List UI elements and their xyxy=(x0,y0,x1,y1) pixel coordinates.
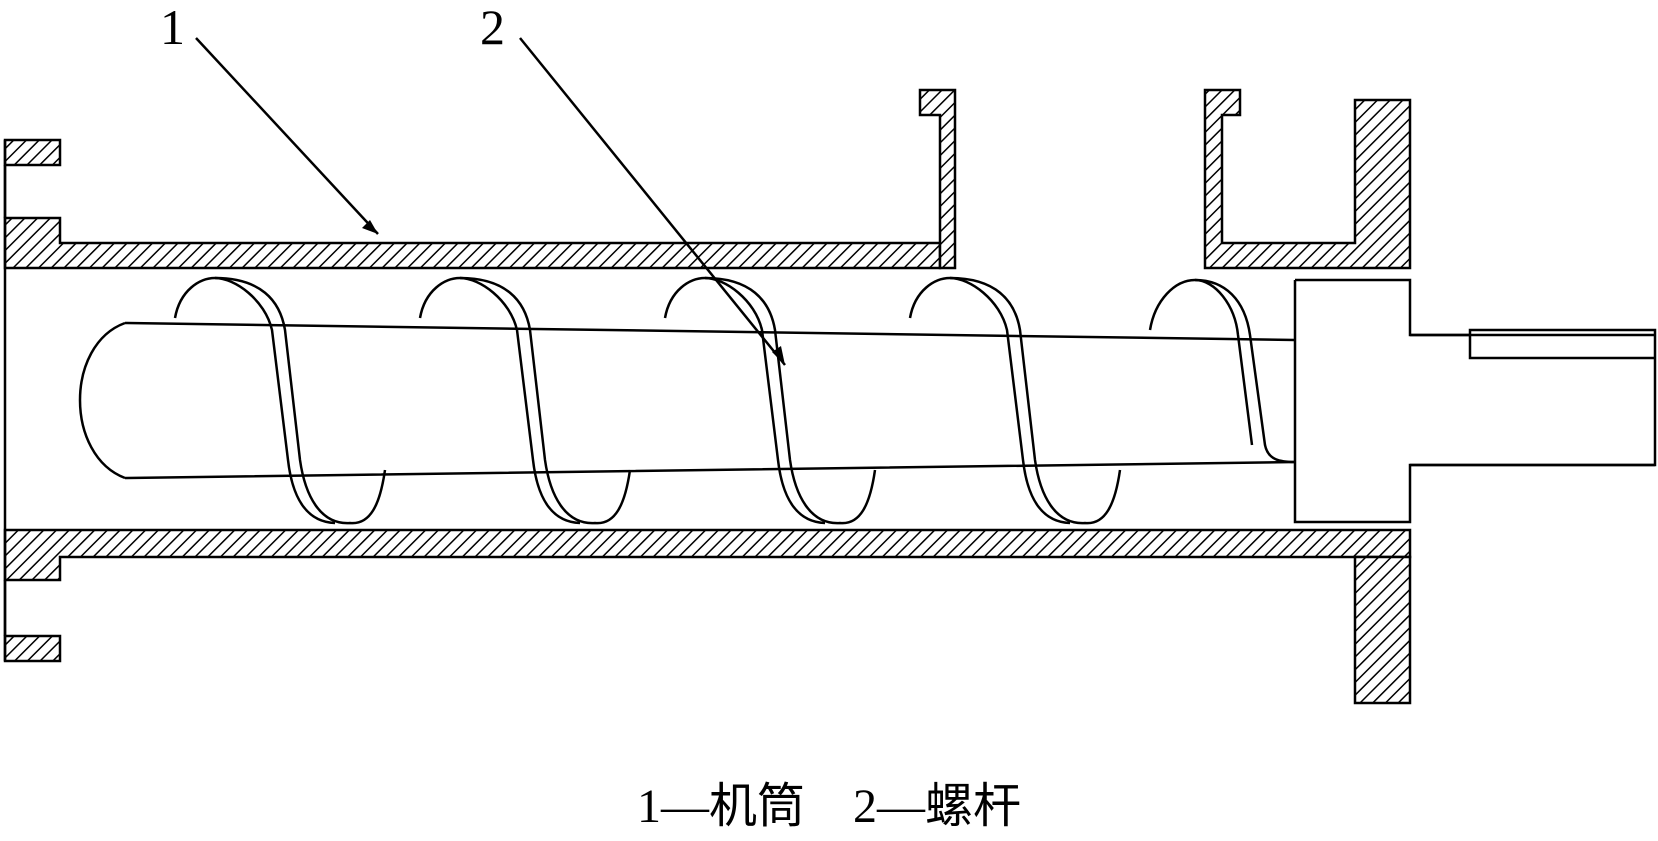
right-flange-lower xyxy=(1353,555,1412,705)
left-flange-top-block xyxy=(3,138,62,167)
leader-line-2 xyxy=(519,37,786,366)
leader-arrow-2 xyxy=(772,346,785,365)
drive-coupling xyxy=(1293,278,1657,524)
left-flange-bottom-block xyxy=(3,634,62,663)
barrel-top-wall xyxy=(3,216,942,270)
hopper-right-wall xyxy=(1203,88,1412,270)
callout-number-2: 2 xyxy=(480,0,505,55)
leader-arrow-1 xyxy=(362,220,378,234)
hopper-left-wall xyxy=(918,88,957,270)
figure-caption: 1—机筒 2—螺杆 xyxy=(636,780,1021,833)
callout-number-1: 1 xyxy=(160,0,185,55)
screw-shaft xyxy=(78,321,1296,480)
leader-line-1 xyxy=(195,37,379,235)
screw-flights xyxy=(173,276,1296,525)
barrel-bottom-wall xyxy=(3,528,1412,582)
